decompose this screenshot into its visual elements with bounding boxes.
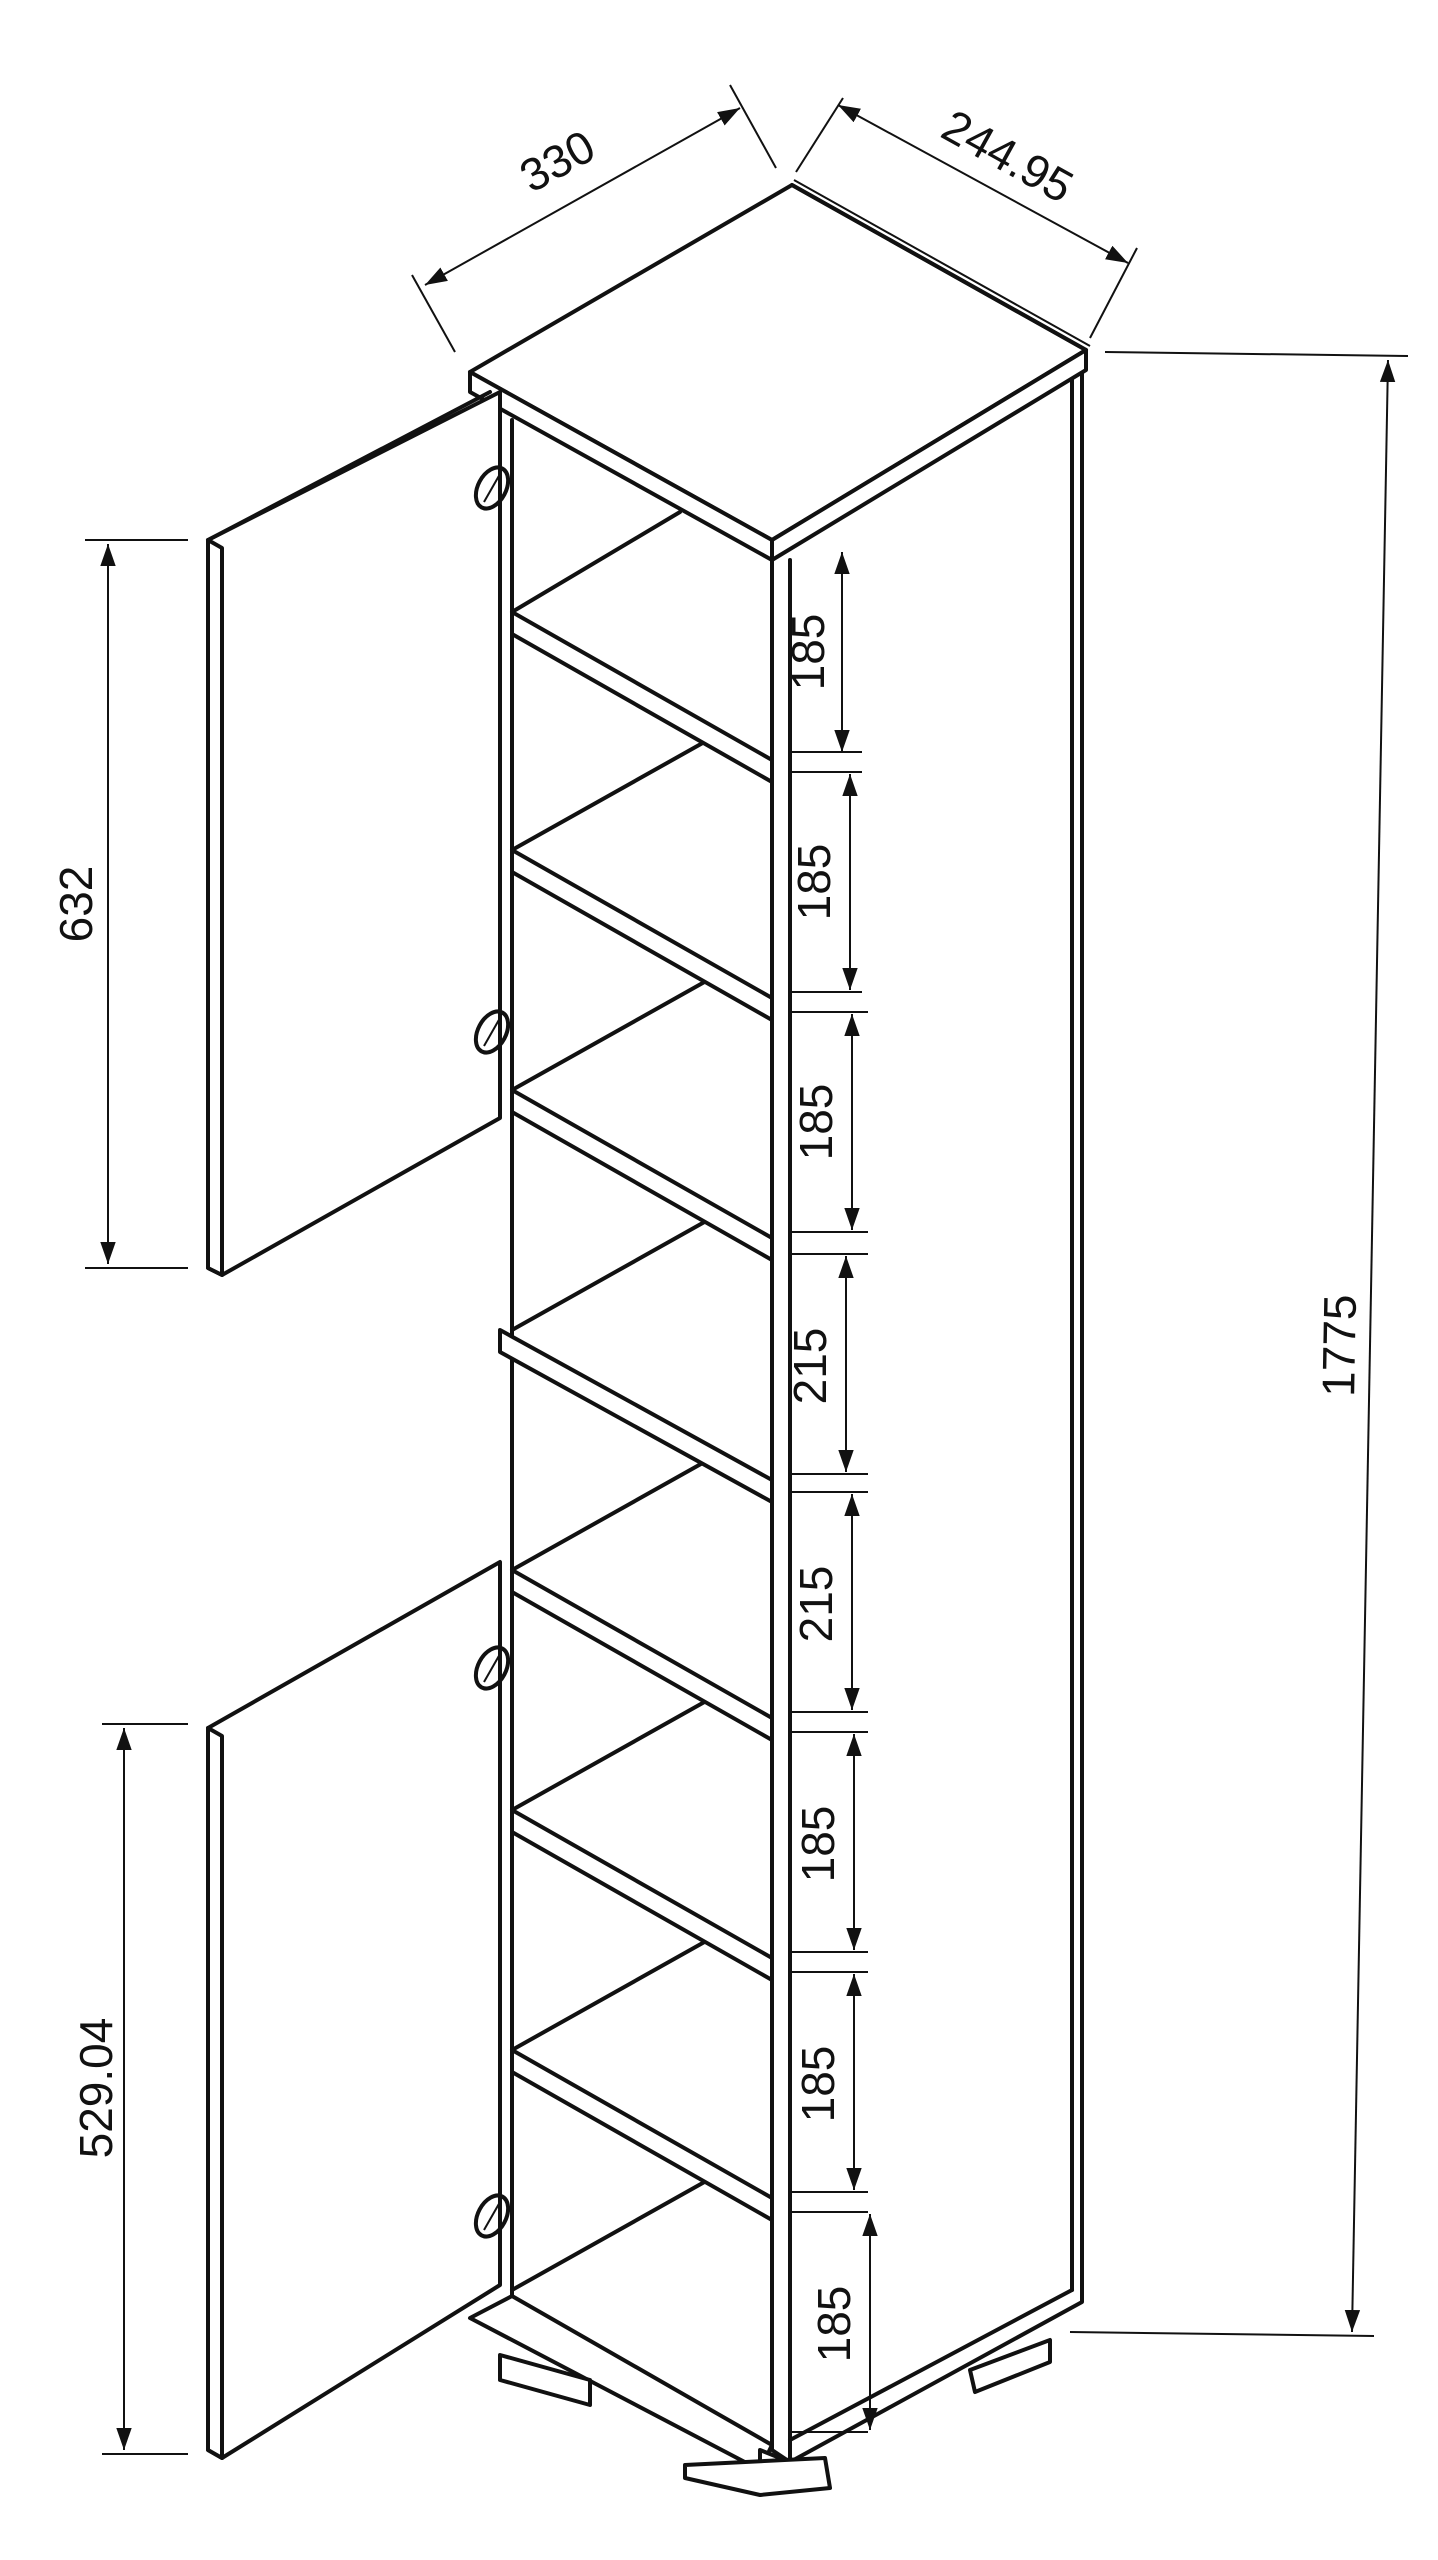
foot-right xyxy=(968,2338,1052,2394)
shelf-spacing-1: 185 xyxy=(782,552,862,753)
dimension-total-height: 1775 xyxy=(1069,351,1409,2337)
dimension-lower-door: 529.04 xyxy=(70,1723,188,2455)
shelf-5 xyxy=(510,1568,774,1742)
foot-left xyxy=(498,2353,592,2407)
dimension-width-label: 330 xyxy=(511,120,603,203)
shelf-spacing-5-label: 215 xyxy=(790,1566,842,1643)
shelf-7 xyxy=(510,2048,774,2222)
hinge-hole-upper-2 xyxy=(473,1009,511,1055)
shelf-spacing-2: 185 xyxy=(788,771,862,993)
shelf-spacing-3: 185 xyxy=(790,1011,868,1233)
hinge-hole-lower-1 xyxy=(473,1645,511,1691)
shelf-spacing-8: 185 xyxy=(790,2211,878,2433)
dimension-total-height-label: 1775 xyxy=(1312,1294,1366,1397)
upper-door xyxy=(206,390,511,1277)
shelf-spacing-7: 185 xyxy=(790,1971,868,2193)
shelf-spacing-4-label: 215 xyxy=(784,1328,836,1405)
shelf-2 xyxy=(510,848,774,1022)
shelf-spacing-5: 215 xyxy=(790,1491,868,1713)
shelf-spacing-dimensions: 185 185 185 215 215 xyxy=(782,552,878,2433)
hinge-hole-upper-1 xyxy=(473,465,511,511)
interior-lines xyxy=(510,510,710,2292)
foot-front xyxy=(683,2456,832,2497)
dimension-depth-label: 244.95 xyxy=(934,99,1082,213)
hinge-hole-lower-2 xyxy=(473,2193,511,2239)
feet xyxy=(498,2338,1052,2497)
shelf-spacing-3-label: 185 xyxy=(790,1084,842,1161)
shelf-1 xyxy=(510,610,774,784)
bottom-panel xyxy=(468,2294,774,2472)
shelf-spacing-8-label: 185 xyxy=(808,2286,860,2363)
shelf-3 xyxy=(510,1088,774,1262)
shelf-6 xyxy=(510,1808,774,1982)
shelf-spacing-1-label: 185 xyxy=(782,614,834,691)
shelf-spacing-7-label: 185 xyxy=(792,2046,844,2123)
shelf-spacing-4: 215 xyxy=(784,1253,868,1475)
shelf-4 xyxy=(498,1328,774,1504)
cabinet-body xyxy=(468,179,1091,2497)
dimension-upper-door-label: 632 xyxy=(50,866,102,943)
lower-door xyxy=(206,1560,511,2460)
shelf-spacing-2-label: 185 xyxy=(788,844,840,921)
shelf-spacing-6: 185 xyxy=(790,1731,868,1953)
dimension-upper-door: 632 xyxy=(50,539,188,1269)
dimension-lower-door-label: 529.04 xyxy=(70,2018,122,2159)
shelf-spacing-6-label: 185 xyxy=(792,1806,844,1883)
